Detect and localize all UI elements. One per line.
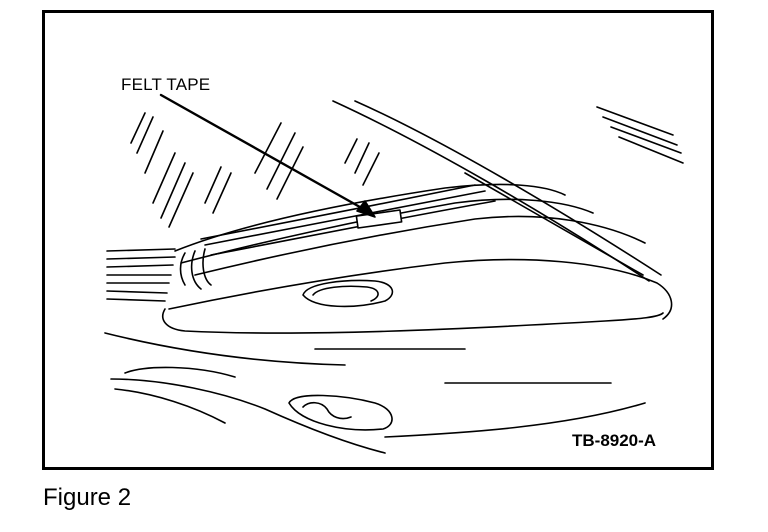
felt-tape-callout-label: FELT TAPE bbox=[121, 75, 211, 94]
technical-illustration bbox=[104, 93, 684, 454]
glass-reflection-hatching-right bbox=[596, 106, 684, 164]
illustration-frame: FELT TAPE TB-8920-A bbox=[42, 10, 714, 470]
pillar-trim-hatching bbox=[106, 248, 176, 302]
windshield-edge bbox=[332, 100, 662, 282]
glass-reflection-hatching bbox=[130, 112, 380, 228]
header-panel bbox=[161, 183, 673, 334]
drawing-number: TB-8920-A bbox=[572, 431, 657, 450]
figure-caption: Figure 2 bbox=[43, 484, 132, 511]
callout-leader-arrow bbox=[159, 93, 376, 218]
headliner-contours bbox=[104, 332, 646, 454]
